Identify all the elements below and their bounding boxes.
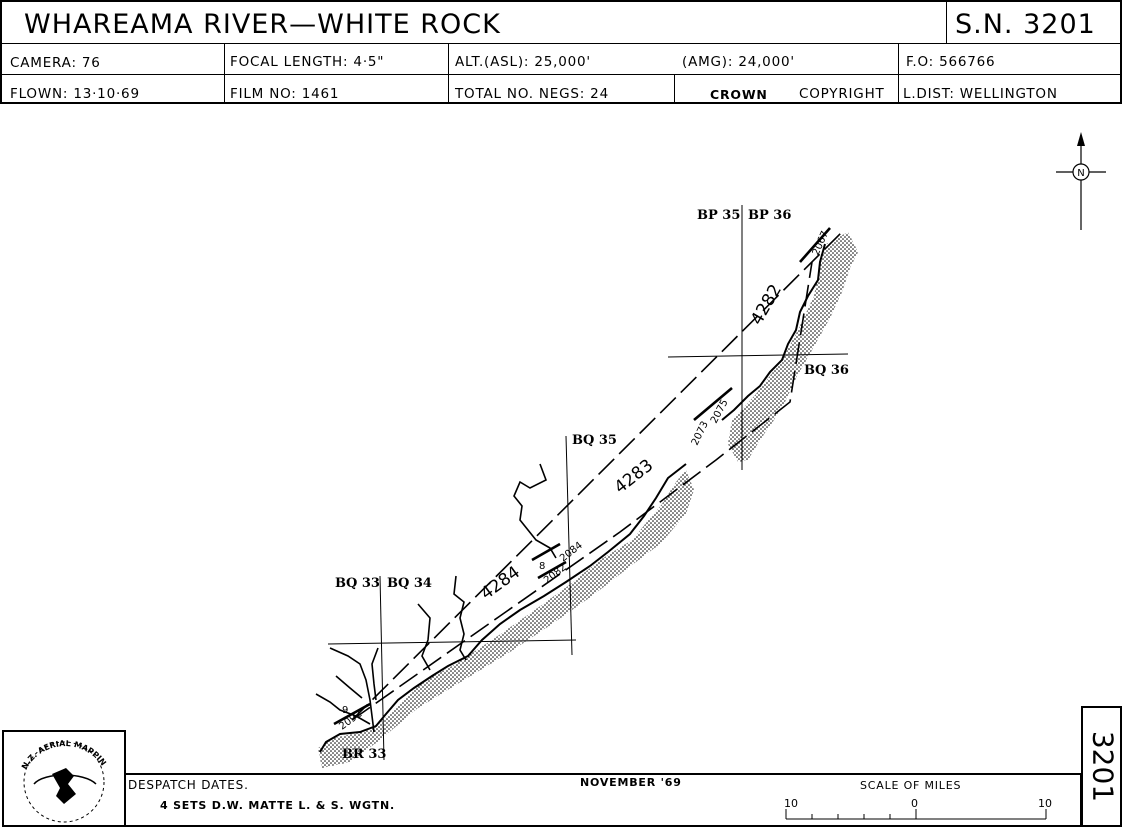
flight-line bbox=[351, 261, 813, 721]
header-divider bbox=[898, 43, 899, 104]
sheet-number: S.N. 3201 bbox=[955, 9, 1096, 40]
film-number-field: FILM NO: 1461 bbox=[230, 86, 340, 102]
company-logo-icon: N.Z. AERIAL MAPPING LTD. bbox=[1, 725, 108, 823]
river bbox=[417, 603, 431, 671]
fo-field: F.O: 566766 bbox=[906, 54, 996, 70]
copyright-label: COPYRIGHT bbox=[799, 86, 885, 102]
river bbox=[453, 575, 467, 661]
altitude-amg-field: (AMG): 24,000' bbox=[682, 54, 795, 70]
header-divider bbox=[946, 2, 947, 43]
frame-label-2073: 2073 bbox=[690, 420, 711, 448]
scale-bar: 10 0 10 bbox=[784, 797, 1052, 820]
header-divider bbox=[674, 74, 675, 104]
grid-label-bq34: BQ 34 bbox=[387, 576, 432, 591]
run-label-4283: 4283 bbox=[611, 456, 657, 498]
map-title: WHAREAMA RIVER—WHITE ROCK bbox=[24, 9, 501, 40]
header-divider bbox=[2, 74, 1120, 75]
scale-tick-label: 0 bbox=[911, 797, 918, 810]
altitude-asl-field: ALT.(ASL): 25,000' bbox=[455, 54, 591, 70]
flight-plan-map: N BP 35 BP 36 BQ 35 BQ 36 BQ 33 BQ 34 BR… bbox=[315, 132, 1106, 768]
header-divider bbox=[448, 43, 449, 104]
logo-text: N.Z. AERIAL MAPPING LTD. bbox=[1, 725, 108, 771]
frame-ticks bbox=[333, 227, 831, 726]
river bbox=[371, 647, 379, 701]
frame-mark-9: 9 bbox=[342, 705, 348, 716]
grid-label-bq33: BQ 33 bbox=[335, 576, 380, 591]
flown-date-field: FLOWN: 13·10·69 bbox=[10, 86, 140, 102]
frame-mark-8: 8 bbox=[539, 561, 545, 572]
run-label-4282: 4282 bbox=[747, 281, 786, 328]
river bbox=[335, 675, 363, 699]
map-grid bbox=[327, 205, 849, 761]
frame-label-2084: 2084 bbox=[558, 540, 585, 564]
land-district-field: L.DIST: WELLINGTON bbox=[903, 86, 1058, 102]
coastline bbox=[721, 243, 826, 421]
despatch-panel: DESPATCH DATES. 4 SETS D.W. MATTE L. & S… bbox=[124, 773, 1082, 827]
grid-label-bp36: BP 36 bbox=[748, 208, 791, 223]
scale-tick-label: 10 bbox=[1038, 797, 1052, 810]
total-negs-field: TOTAL NO. NEGS: 24 bbox=[455, 86, 609, 102]
despatch-detail: 4 SETS D.W. MATTE L. & S. WGTN. bbox=[160, 799, 395, 812]
despatch-label: DESPATCH DATES. bbox=[128, 778, 249, 792]
coastal-sea-area bbox=[728, 232, 858, 462]
run-label-4284: 4284 bbox=[477, 562, 524, 604]
scale-tick-label: 10 bbox=[784, 797, 798, 810]
scale-label: SCALE OF MILES bbox=[860, 779, 962, 792]
camera-field: CAMERA: 76 bbox=[10, 55, 101, 71]
header-divider bbox=[224, 43, 225, 104]
grid-label-bp35: BP 35 bbox=[697, 208, 740, 223]
river bbox=[315, 693, 371, 725]
river bbox=[329, 647, 375, 733]
coastal-sea-area bbox=[318, 470, 694, 768]
north-arrow-icon: N bbox=[1056, 132, 1106, 230]
focal-length-field: FOCAL LENGTH: 4·5" bbox=[230, 54, 385, 70]
header-divider bbox=[2, 43, 1120, 44]
frame-label-2075: 2075 bbox=[709, 398, 731, 426]
side-number-box: 3201 bbox=[1081, 706, 1122, 827]
despatch-date: NOVEMBER '69 bbox=[580, 776, 682, 789]
coastline bbox=[319, 463, 687, 753]
river bbox=[513, 463, 557, 559]
svg-text:N.Z. AERIAL MAPPING LTD.: N.Z. AERIAL MAPPING LTD. bbox=[4, 732, 108, 771]
side-sheet-number: 3201 bbox=[1086, 730, 1120, 803]
grid-label-br33: BR 33 bbox=[342, 747, 386, 762]
header-panel: WHAREAMA RIVER—WHITE ROCK S.N. 3201 CAME… bbox=[0, 0, 1122, 104]
grid-label-bq35: BQ 35 bbox=[572, 433, 617, 448]
crown-label: CROWN bbox=[710, 87, 768, 102]
logo-box: N.Z. AERIAL MAPPING LTD. bbox=[1, 725, 126, 827]
grid-label-bq36: BQ 36 bbox=[804, 363, 849, 378]
compass-letter: N bbox=[1077, 168, 1084, 179]
